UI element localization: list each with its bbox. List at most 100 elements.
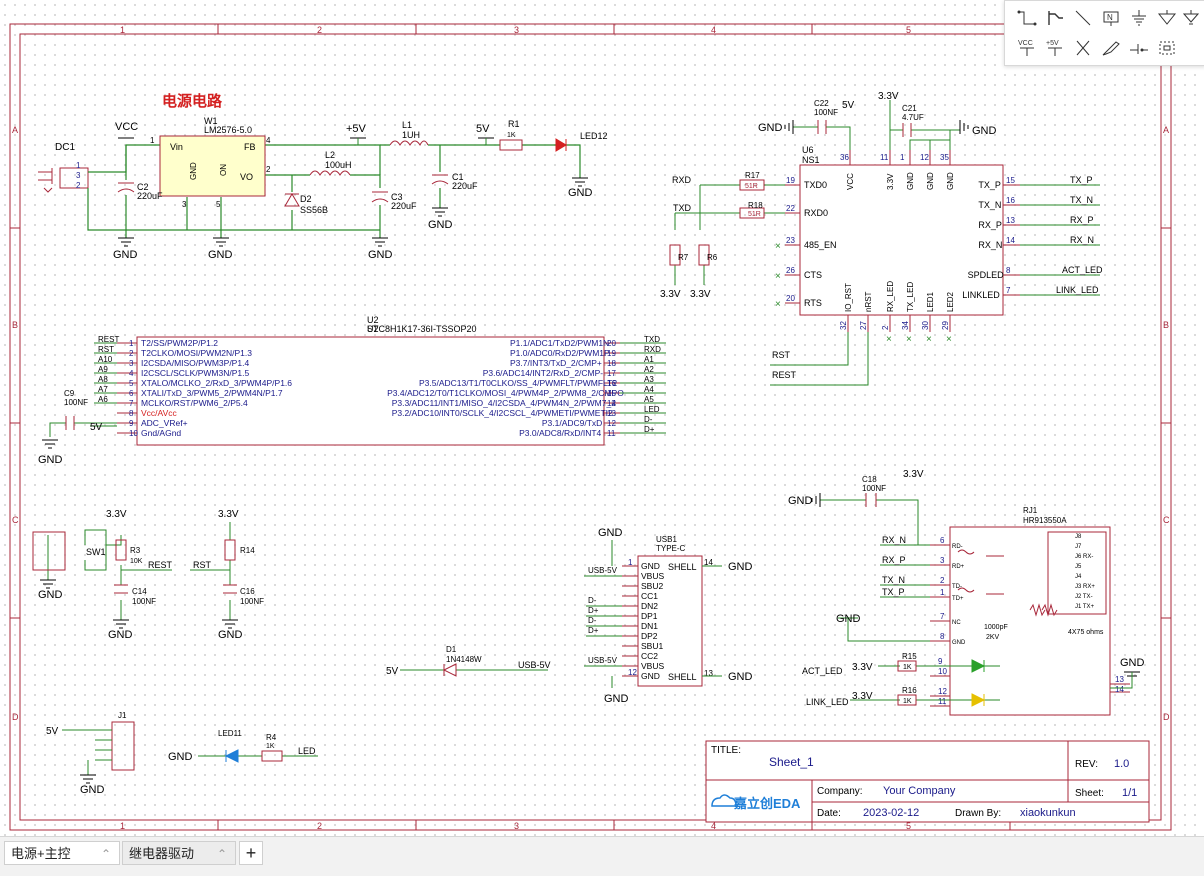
bus-tool-icon[interactable] (1041, 5, 1069, 31)
usb-typec[interactable]: USB1 TYPE-C SHELL SHELL 14 13 GND GND GN… (588, 527, 753, 705)
frame-labels: 1 2 3 4 5 1 2 3 4 5 A B C D A B C D (12, 25, 1170, 831)
svg-text:LED12: LED12 (580, 131, 608, 141)
pin-number: 8 (129, 409, 134, 418)
pin-number: 6 (129, 389, 134, 398)
net-label: A1 (644, 355, 654, 364)
svg-text:1N4148W: 1N4148W (446, 655, 482, 664)
capacitor-c2[interactable]: C2 220uF (117, 182, 163, 201)
svg-text:C22: C22 (814, 99, 829, 108)
no-connect-mark: × (886, 334, 892, 345)
pin-name: P3.7/INT3/TxD_2/CMP+ (510, 358, 602, 368)
inductor-l1[interactable]: L1 1UH (389, 120, 429, 147)
diode-d1[interactable]: D1 1N4148W 5V USB-5V (386, 645, 551, 677)
pin-number: 1 (900, 153, 905, 162)
svg-text:Vin: Vin (170, 142, 183, 152)
u6-ns1[interactable]: U6 NS1 (799, 145, 1004, 316)
gnd-label: GND (368, 249, 393, 261)
tab-relay-driver[interactable]: 继电器驱动 ⌃ (122, 841, 236, 865)
pin-name: SBU1 (641, 641, 663, 651)
group-select-icon[interactable] (1153, 35, 1181, 61)
plus5v-power-icon[interactable]: +5V (1041, 35, 1069, 61)
pin-number: 7 (129, 399, 134, 408)
pin-number: 1 (129, 339, 134, 348)
led-led11[interactable]: LED11 R4 1K LED GND (168, 729, 318, 763)
svg-text:C18: C18 (862, 475, 877, 484)
schematic-canvas[interactable]: 1 2 3 4 5 1 2 3 4 5 A B C D A B C D 电源电路… (0, 0, 1204, 836)
svg-text:ACT_LED: ACT_LED (1062, 265, 1103, 275)
svg-text:R1: R1 (508, 119, 520, 129)
svg-text:C9: C9 (64, 389, 75, 398)
wire-tool-icon[interactable] (1013, 5, 1041, 31)
led-led12[interactable]: LED12 (555, 131, 608, 152)
pin-name: P3.5/ADC13/T1/T0CLKO/SS_4/PWMFLT/PWMFLT2 (419, 378, 617, 388)
svg-text:Company:: Company: (817, 786, 863, 797)
pin-number: 22 (786, 204, 795, 213)
pin-name: RXD0 (804, 208, 828, 218)
col-label: 5 (906, 25, 911, 35)
svg-text:RXD: RXD (672, 175, 692, 185)
pin-icon[interactable] (1125, 35, 1153, 61)
svg-text:R4: R4 (266, 733, 277, 742)
pin-number: 8 (940, 632, 945, 641)
pin-name: DN1 (641, 621, 658, 631)
capacitor-c1[interactable]: C1 220uF (431, 172, 478, 191)
svg-text:Date:: Date: (817, 808, 841, 819)
pin-number: 23 (786, 236, 795, 245)
svg-text:GND: GND (80, 784, 105, 796)
vcc-power-icon[interactable]: VCC (1013, 35, 1041, 61)
power-wires (87, 144, 581, 238)
pin-number: 1 (628, 558, 633, 567)
svg-text:3.3V: 3.3V (660, 289, 681, 300)
capacitor-c3[interactable]: C3 220uF (371, 191, 417, 211)
net-label: A10 (98, 355, 113, 364)
svg-text:ACT_LED: ACT_LED (802, 666, 843, 676)
pin-number: 9 (129, 419, 134, 428)
pin-name: GND (641, 671, 660, 681)
net-label-icon[interactable]: N (1097, 5, 1125, 31)
net-label: TX_P (882, 587, 905, 597)
u2-part: STC8H1K17-36I-TSSOP20 (367, 324, 477, 334)
col-label: 3 (514, 25, 519, 35)
add-sheet-button[interactable]: + (239, 841, 263, 865)
u2-mcu[interactable]: U2 (136, 324, 605, 446)
lm2576-regulator[interactable]: W1 LM2576-5.0 Vin FB VO GND ON 1 4 2 3 5 (150, 116, 271, 209)
rj-misc: C18 100NF 3.3V GND GND R15 1K R16 1K 3.3… (788, 469, 1145, 707)
pin-name: P3.6/ADC14/INT2/RxD_2/CMP- (483, 368, 604, 378)
svg-text:GND: GND (728, 671, 753, 683)
svg-text:R3: R3 (130, 546, 141, 555)
header-j1[interactable]: J1 5V GND (46, 711, 135, 796)
pin-name: LED2 (946, 291, 955, 312)
resistor-r1[interactable]: R1 1K (499, 119, 523, 151)
line-tool-icon[interactable] (1069, 5, 1097, 31)
probe-icon[interactable] (1097, 35, 1125, 61)
net-label: LED (644, 405, 660, 414)
pin-name: RD+ (952, 564, 965, 570)
col-label: 4 (711, 25, 716, 35)
pin-number: 12 (920, 153, 929, 162)
no-connect-icon[interactable] (1069, 35, 1097, 61)
svg-text:100uH: 100uH (325, 160, 352, 170)
svg-text:100NF: 100NF (64, 398, 88, 407)
inductor-l2[interactable]: L2 100uH (309, 150, 352, 176)
net-label: A5 (644, 395, 654, 404)
schematic-sheet: 1 2 3 4 5 1 2 3 4 5 A B C D A B C D 电源电路… (9, 23, 1172, 831)
dc-jack[interactable]: DC1 1 3 2 (38, 142, 89, 193)
ground-triangle-icon[interactable] (1153, 5, 1181, 31)
svg-text:C21: C21 (902, 104, 917, 113)
rj45-connector[interactable]: RJ1 HR913550A 1000pF 2KV 4X75 ohms (949, 506, 1111, 716)
pin-number: 27 (859, 321, 868, 330)
diode-d2[interactable]: D2 SS56B (284, 193, 328, 215)
ground-alt-icon[interactable] (1177, 5, 1204, 31)
svg-text:GND: GND (108, 629, 133, 641)
title-block: TITLE: Sheet_1 REV: 1.0 Company: Your Co… (705, 740, 1150, 823)
pin-name: CC2 (641, 651, 658, 661)
pin-name: VBUS (641, 571, 664, 581)
svg-text:100NF: 100NF (862, 484, 886, 493)
row-label: D (1163, 712, 1170, 722)
pin-name: MCLKO/RST/PWM6_2/P5.4 (141, 398, 248, 408)
tab-power-main[interactable]: 电源+主控 ⌃ (4, 841, 120, 865)
col-label: 2 (317, 25, 322, 35)
ground-icon[interactable] (1125, 5, 1153, 31)
net-label: A4 (644, 385, 654, 394)
svg-text:Sheet:: Sheet: (1075, 788, 1104, 799)
